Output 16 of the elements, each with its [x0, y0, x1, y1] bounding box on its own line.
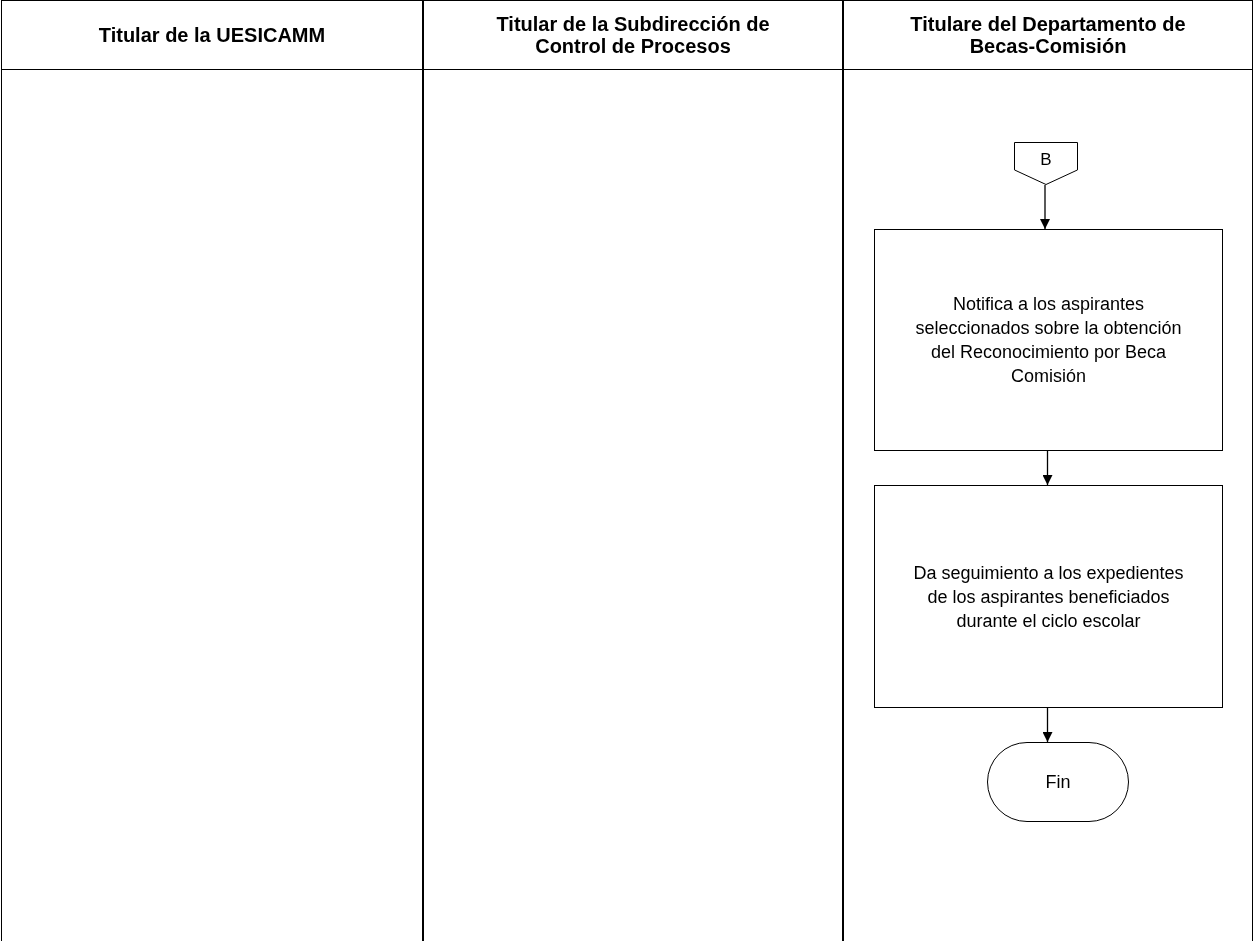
offpage-connector [1014, 142, 1078, 185]
lane-header: Titular de la UESICAMM [98, 24, 326, 46]
arrow [1040, 184, 1050, 230]
swimlane [423, 0, 843, 941]
lane-header: Titulare del Departamento de Becas-Comisión [909, 13, 1187, 57]
arrow [1042, 450, 1053, 486]
lane-header: Titular de la Subdirección de Control de Procesos [495, 13, 771, 57]
swimlane [1, 0, 423, 941]
step-text: Fin [1045, 771, 1071, 794]
process-box [874, 485, 1223, 708]
process-box [874, 229, 1223, 451]
step-text: B [1040, 148, 1052, 171]
arrow [1042, 707, 1053, 743]
step-text: Notifica a los aspirantes seleccionados sobre la obtención del Reconocimiento por Beca Comisión [914, 293, 1183, 388]
swimlane [843, 0, 1253, 941]
step-text: Da seguimiento a los expedientes de los aspirantes beneficiados durante el ciclo escolar [912, 561, 1185, 633]
